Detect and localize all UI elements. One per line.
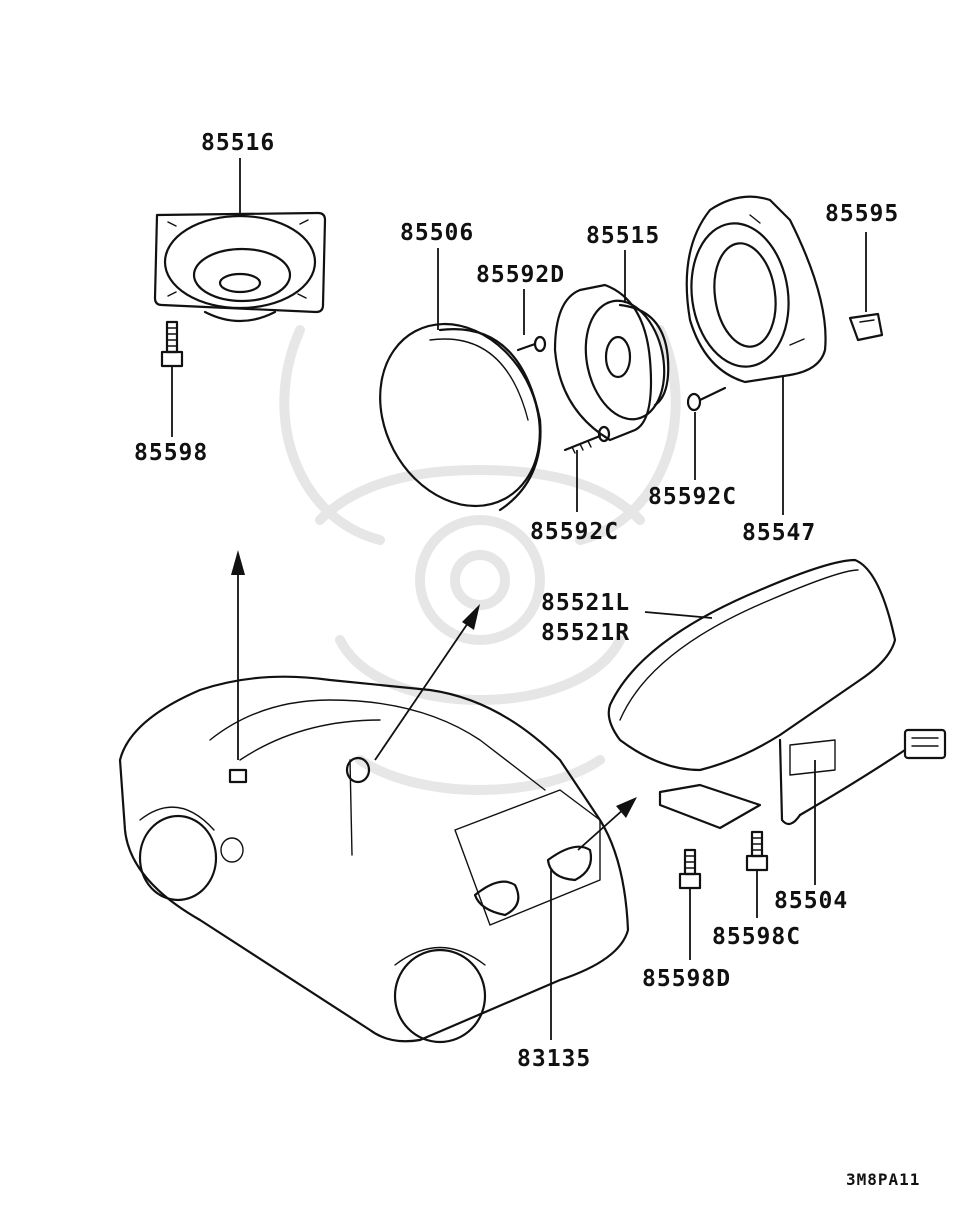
speaker-square — [153, 211, 327, 322]
screw-85592c-b — [686, 386, 727, 412]
screw-85592d — [516, 335, 547, 353]
callout-85592d: 85592D — [476, 262, 566, 288]
watermark-emblem — [279, 325, 681, 795]
leader-85521 — [644, 611, 713, 619]
callout-85516: 85516 — [201, 130, 276, 156]
callout-85598c: 85598C — [712, 924, 802, 950]
bolt-85598c — [745, 830, 769, 872]
callout-85592c-a: 85592C — [530, 519, 620, 545]
callout-85504: 85504 — [774, 888, 849, 914]
vehicle-hatchback — [118, 675, 630, 1044]
callout-85506: 85506 — [400, 220, 475, 246]
callout-83135: 83135 — [517, 1046, 592, 1072]
callout-85521r: 85521R — [541, 620, 631, 646]
clip — [848, 312, 884, 342]
callout-85598: 85598 — [134, 440, 209, 466]
callout-85547: 85547 — [742, 520, 817, 546]
bolt-85598d — [678, 848, 702, 890]
callout-85521l: 85521L — [541, 590, 631, 616]
direction-arrows — [231, 550, 637, 851]
callout-85598d: 85598D — [642, 966, 732, 992]
screw-85592c-a — [563, 425, 611, 454]
bolt-85598 — [160, 320, 184, 368]
speaker-round — [553, 283, 670, 442]
rear-speaker-box — [607, 558, 947, 830]
callout-85592c-b: 85592C — [648, 484, 738, 510]
callout-85595: 85595 — [825, 201, 900, 227]
drawing-code: 3M8PA11 — [846, 1170, 921, 1189]
speaker-bracket — [685, 195, 827, 384]
callout-85515: 85515 — [586, 223, 661, 249]
speaker-grille-cover — [379, 322, 542, 512]
